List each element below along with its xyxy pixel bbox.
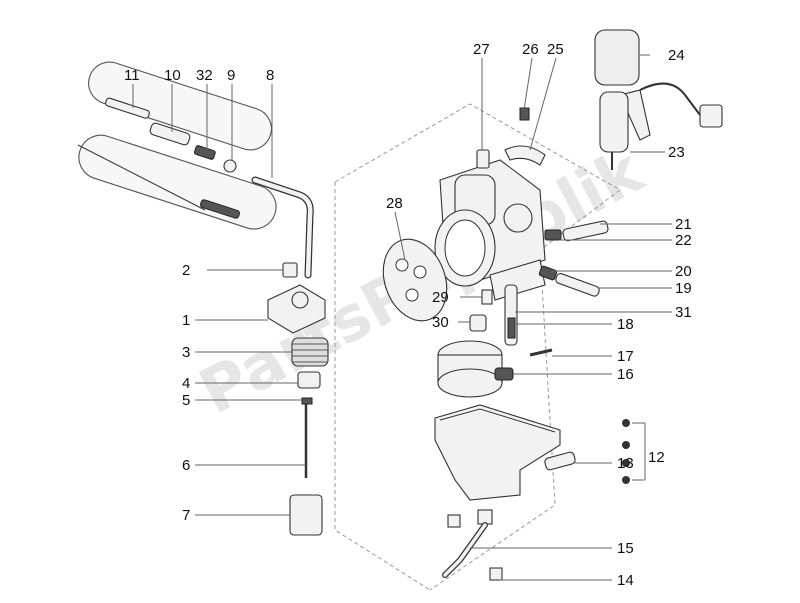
label-5: 5 bbox=[182, 392, 190, 409]
label-21: 21 bbox=[675, 216, 692, 233]
label-27: 27 bbox=[473, 41, 490, 58]
assembly-outline bbox=[334, 103, 621, 591]
needle-clip bbox=[301, 397, 313, 405]
label-9: 9 bbox=[227, 67, 235, 84]
spring-seat bbox=[297, 371, 321, 389]
label-6: 6 bbox=[182, 457, 190, 474]
label-23: 23 bbox=[668, 144, 685, 161]
o-ring-markers bbox=[622, 419, 646, 484]
label-22: 22 bbox=[675, 232, 692, 249]
label-26: 26 bbox=[522, 41, 539, 58]
label-28: 28 bbox=[386, 195, 403, 212]
label-18: 18 bbox=[617, 316, 634, 333]
label-24: 24 bbox=[668, 47, 685, 64]
label-12: 12 bbox=[648, 449, 665, 466]
label-29: 29 bbox=[432, 289, 449, 306]
leader-lines bbox=[132, 54, 672, 581]
assembly-outline-left bbox=[334, 182, 431, 591]
label-14: 14 bbox=[617, 572, 634, 589]
carburetor-body bbox=[434, 159, 546, 301]
label-19: 19 bbox=[675, 280, 692, 297]
float bbox=[437, 340, 553, 398]
slide-spring bbox=[291, 337, 329, 367]
mounting-flange bbox=[382, 238, 448, 322]
label-10: 10 bbox=[164, 67, 181, 84]
throttle-valve bbox=[289, 494, 323, 536]
carburetor-cap bbox=[267, 284, 326, 334]
label-4: 4 bbox=[182, 375, 190, 392]
label-20: 20 bbox=[675, 263, 692, 280]
float-bowl bbox=[434, 404, 576, 581]
cable-parts bbox=[77, 97, 314, 279]
label-1: 1 bbox=[182, 312, 190, 329]
label-7: 7 bbox=[182, 507, 190, 524]
cap-screw bbox=[282, 262, 298, 278]
starter-choke bbox=[594, 29, 723, 170]
label-3: 3 bbox=[182, 344, 190, 361]
label-13: 13 bbox=[617, 455, 634, 472]
part-labels: 11 10 32 9 8 2 1 3 4 5 6 7 27 26 25 24 2… bbox=[124, 41, 692, 589]
label-15: 15 bbox=[617, 540, 634, 557]
small-parts bbox=[469, 107, 609, 346]
label-30: 30 bbox=[432, 314, 449, 331]
label-16: 16 bbox=[617, 366, 634, 383]
label-11: 11 bbox=[124, 67, 140, 84]
label-31: 31 bbox=[675, 304, 692, 321]
label-2: 2 bbox=[182, 262, 190, 279]
label-17: 17 bbox=[617, 348, 634, 365]
label-25: 25 bbox=[547, 41, 564, 58]
label-8: 8 bbox=[266, 67, 274, 84]
label-32: 32 bbox=[196, 67, 213, 84]
throttle-cable-housing bbox=[78, 61, 277, 230]
